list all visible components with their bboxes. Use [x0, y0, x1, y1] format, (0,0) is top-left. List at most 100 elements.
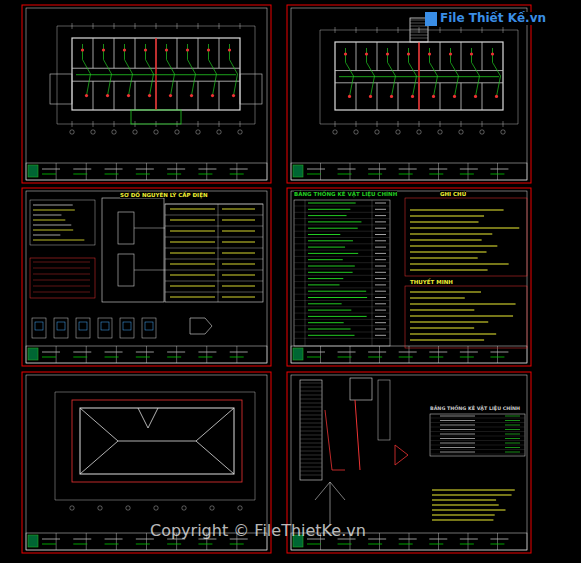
cad-line	[307, 357, 321, 358]
cad-line	[294, 338, 390, 339]
cad-line	[410, 222, 479, 223]
cad-polyline	[472, 48, 480, 96]
cad-line	[505, 425, 520, 426]
cad-line	[409, 533, 410, 550]
cad-line	[410, 210, 504, 211]
cad-line	[399, 174, 413, 175]
cad-line	[430, 431, 525, 432]
cad-line	[146, 533, 147, 550]
cad-line	[300, 447, 322, 448]
cad-line	[409, 346, 410, 363]
cad-line	[300, 415, 322, 416]
cad-polyline	[134, 228, 165, 229]
cad-line	[308, 228, 358, 229]
cad-line	[308, 247, 345, 248]
cad-line	[482, 83, 483, 110]
cad-line	[497, 346, 498, 363]
cad-line	[460, 544, 474, 545]
cad-rect	[405, 198, 527, 276]
cad-polyline	[209, 44, 217, 96]
cad-line	[440, 438, 475, 439]
cad-line	[399, 544, 413, 545]
cad-line	[410, 240, 482, 241]
cad-line	[300, 475, 322, 476]
sheet-heading: GHI CHÚ	[440, 191, 466, 197]
cad-line	[114, 23, 115, 29]
cad-line	[294, 256, 390, 257]
cad-line	[460, 174, 474, 175]
cad-line	[468, 533, 469, 550]
cad-line	[375, 228, 386, 229]
cad-line	[305, 200, 306, 346]
cad-line	[218, 204, 219, 302]
cad-line	[398, 27, 399, 33]
cad-line	[410, 264, 509, 265]
cad-line	[55, 392, 255, 393]
cad-line	[505, 447, 520, 448]
cad-line	[198, 544, 212, 545]
cad-line	[33, 225, 71, 226]
cad-line	[294, 275, 390, 276]
cad-line	[116, 163, 117, 180]
cad-line	[461, 42, 462, 71]
cad-line	[105, 539, 123, 540]
cad-line	[198, 23, 199, 29]
cad-polyline	[395, 445, 408, 465]
cad-rect	[145, 322, 153, 330]
cad-line	[410, 340, 484, 341]
cad-line	[56, 533, 57, 550]
cad-rect	[293, 348, 303, 360]
cad-line	[222, 220, 255, 221]
cad-line	[114, 38, 115, 68]
cad-line	[399, 357, 413, 358]
cad-line	[440, 443, 475, 444]
cad-line	[255, 26, 256, 124]
cad-line	[308, 329, 351, 330]
cad-line	[230, 352, 248, 353]
cad-line	[116, 346, 117, 363]
cad-line	[294, 294, 390, 295]
cad-line	[338, 544, 352, 545]
cad-line	[176, 346, 177, 363]
cad-line	[294, 332, 390, 333]
sheet-heading: THUYẾT MINH	[410, 279, 453, 285]
cad-line	[339, 76, 499, 77]
cad-line	[294, 325, 390, 326]
cad-line	[335, 27, 336, 33]
cad-line	[300, 403, 322, 404]
cad-line	[410, 29, 428, 30]
cad-line	[300, 431, 322, 432]
cad-line	[368, 169, 386, 170]
cad-line	[300, 439, 322, 440]
cad-line	[146, 346, 147, 363]
cad-line	[440, 447, 475, 448]
cad-line	[300, 395, 322, 396]
cad-line	[398, 42, 399, 71]
cad-line	[377, 27, 378, 33]
watermark-logo: File Thiết Kế.vn	[440, 12, 546, 25]
cad-line	[170, 220, 215, 221]
cad-polyline	[125, 44, 133, 96]
cad-line	[440, 425, 475, 426]
cad-line	[93, 23, 94, 29]
cad-line	[432, 510, 506, 511]
cad-line	[165, 270, 263, 271]
cad-rect	[142, 318, 156, 338]
cad-line	[146, 163, 147, 180]
cad-polyline	[83, 44, 91, 96]
watermark: Copyright © FileThietKe.vn	[150, 522, 366, 540]
cad-rect	[32, 318, 46, 338]
cad-line	[410, 234, 492, 235]
cad-line	[42, 357, 56, 358]
cad-line	[497, 163, 498, 180]
cad-line	[105, 174, 119, 175]
cad-line	[176, 163, 177, 180]
cad-line	[72, 23, 73, 29]
cad-line	[219, 121, 220, 127]
cad-rect	[35, 322, 43, 330]
cad-line	[375, 203, 386, 204]
cad-line	[57, 26, 58, 124]
cad-line	[505, 438, 520, 439]
cad-line	[42, 352, 60, 353]
cad-line	[206, 346, 207, 363]
